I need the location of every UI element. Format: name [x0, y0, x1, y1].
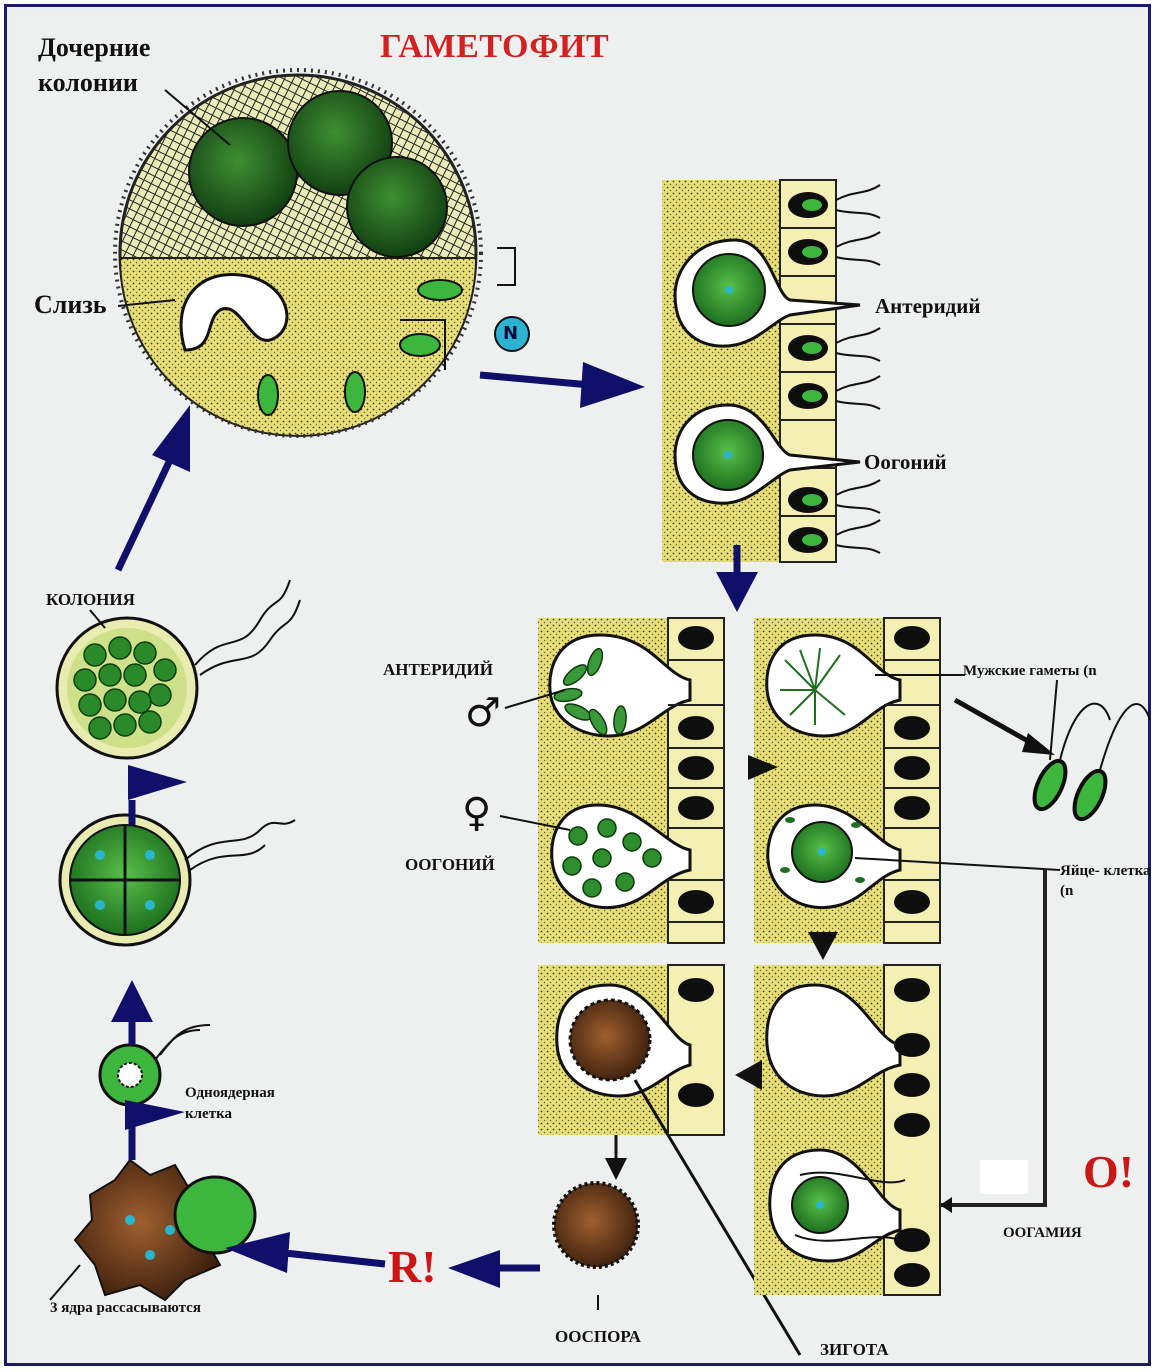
slime-label: Слизь [34, 290, 107, 320]
daughter-colonies-label: Дочерние колонии [38, 30, 208, 100]
uninuclear-cell-label: Одноядерная клетка [185, 1083, 325, 1125]
antheridium-label: Антеридий [875, 294, 981, 319]
oogonium-label: Оогоний [864, 450, 947, 475]
reduction-mark: R! [388, 1240, 437, 1293]
egg-cell-label: Яйце- клетка (n [1060, 862, 1155, 901]
male-symbol: ♂ [465, 690, 501, 736]
colony-label: КОЛОНИЯ [46, 590, 135, 610]
haploid-label: N [503, 323, 518, 344]
antheridium-caps-label: АНТЕРИДИЙ [383, 660, 493, 680]
four-cell-stage [60, 815, 295, 945]
fertilization-panel-left [500, 618, 724, 943]
germinating-zygote [50, 1160, 255, 1300]
page-title: ГАМЕТОФИТ [380, 28, 609, 66]
oogamy-mark: О! [1083, 1145, 1134, 1198]
zygote-label: ЗИГОТА [820, 1340, 889, 1360]
gametophyte-colony [115, 70, 515, 436]
nuclei-resorb-label: 3 ядра рассасываются [50, 1300, 201, 1317]
reproductive-tissue-top [662, 180, 880, 562]
oogonium-caps-label: ООГОНИЙ [405, 855, 495, 875]
oospore [554, 1183, 638, 1310]
male-gametes-label: Мужские гаметы (n [963, 663, 1097, 680]
female-symbol: ♀ [462, 790, 491, 836]
oospore-label: ООСПОРА [555, 1327, 641, 1347]
oogamy-label: ООГАМИЯ [1003, 1225, 1082, 1242]
